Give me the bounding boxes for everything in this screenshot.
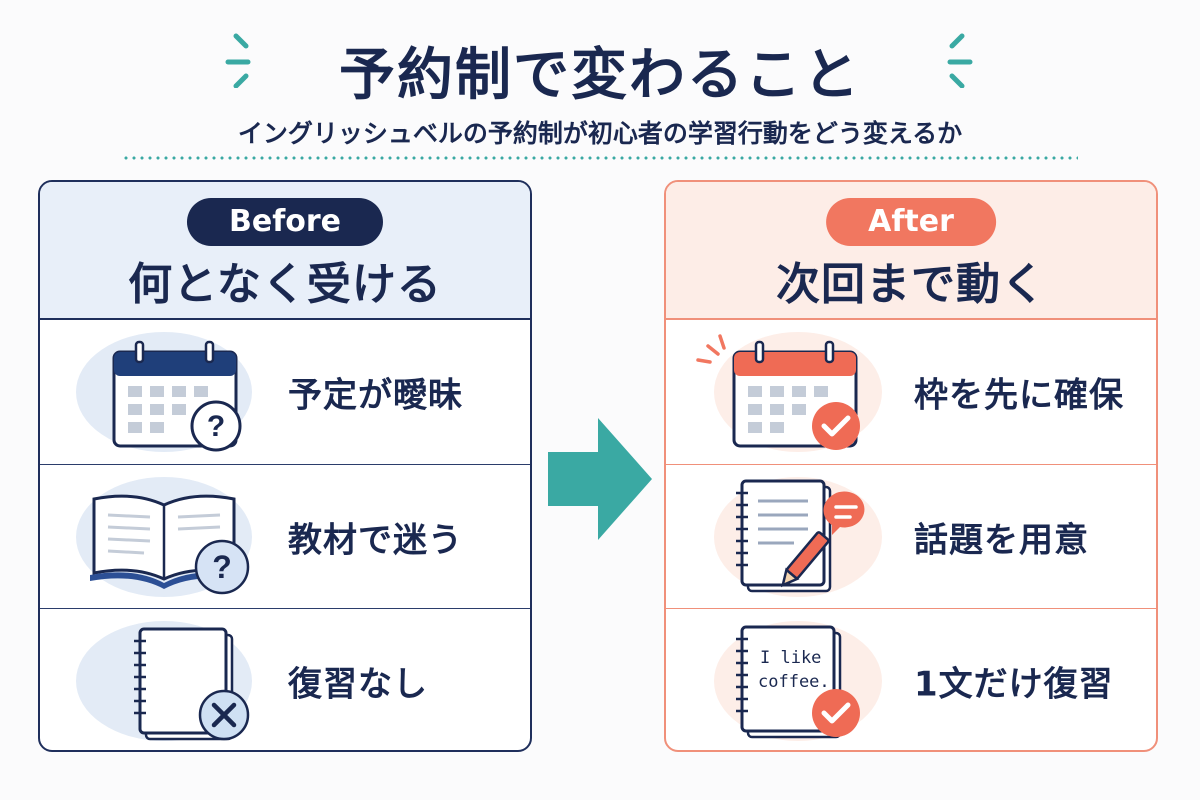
before-badge: Before — [186, 198, 384, 246]
notebook-check-icon: I like coffee. — [690, 619, 886, 743]
before-item-label: 復習なし — [288, 664, 428, 704]
notebook-pencil-icon — [690, 475, 886, 599]
svg-text:?: ? — [207, 410, 225, 443]
after-item-review: I like coffee. 1文だけ復習 — [666, 608, 1156, 750]
notebook-x-icon — [64, 619, 260, 743]
svg-text:?: ? — [212, 549, 232, 585]
calendar-question-icon: ? — [64, 330, 260, 454]
page-title: 予約制で変わること — [339, 43, 861, 108]
before-item-review: 復習なし — [40, 608, 530, 750]
page-subtitle: イングリッシュベルの予約制が初心者の学習行動をどう変えるか — [237, 119, 963, 148]
calendar-check-icon — [690, 330, 886, 454]
book-question-icon: ? — [64, 475, 260, 599]
before-heading: 何となく受ける — [128, 259, 442, 310]
after-heading: 次回まで動く — [776, 259, 1046, 310]
before-item-label: 予定が曖昧 — [288, 375, 463, 416]
after-badge: After — [826, 198, 996, 246]
after-item-label: 話題を用意 — [914, 520, 1089, 560]
dotted-divider — [122, 156, 1078, 160]
after-item-label: 1文だけ復習 — [914, 664, 1114, 704]
after-header: After 次回まで動く — [666, 182, 1156, 320]
arrow-right-icon — [548, 418, 652, 540]
note-text-line-2: coffee. — [758, 672, 830, 692]
after-item-topic: 話題を用意 — [666, 464, 1156, 608]
before-item-label: 教材で迷う — [288, 520, 463, 560]
before-item-material: ? 教材で迷う — [40, 464, 530, 608]
before-header: Before 何となく受ける — [40, 182, 530, 320]
before-item-schedule: ? 予定が曖昧 — [40, 320, 530, 464]
note-text-line-1: I like — [760, 648, 821, 668]
before-panel: Before 何となく受ける ? 予定が曖昧 — [38, 180, 532, 752]
spark-right-icon — [947, 33, 973, 88]
after-panel: After 次回まで動く 枠を先に確 — [664, 180, 1158, 752]
after-item-label: 枠を先に確保 — [914, 375, 1124, 416]
spark-left-icon — [225, 33, 251, 88]
after-item-schedule: 枠を先に確保 — [666, 320, 1156, 464]
